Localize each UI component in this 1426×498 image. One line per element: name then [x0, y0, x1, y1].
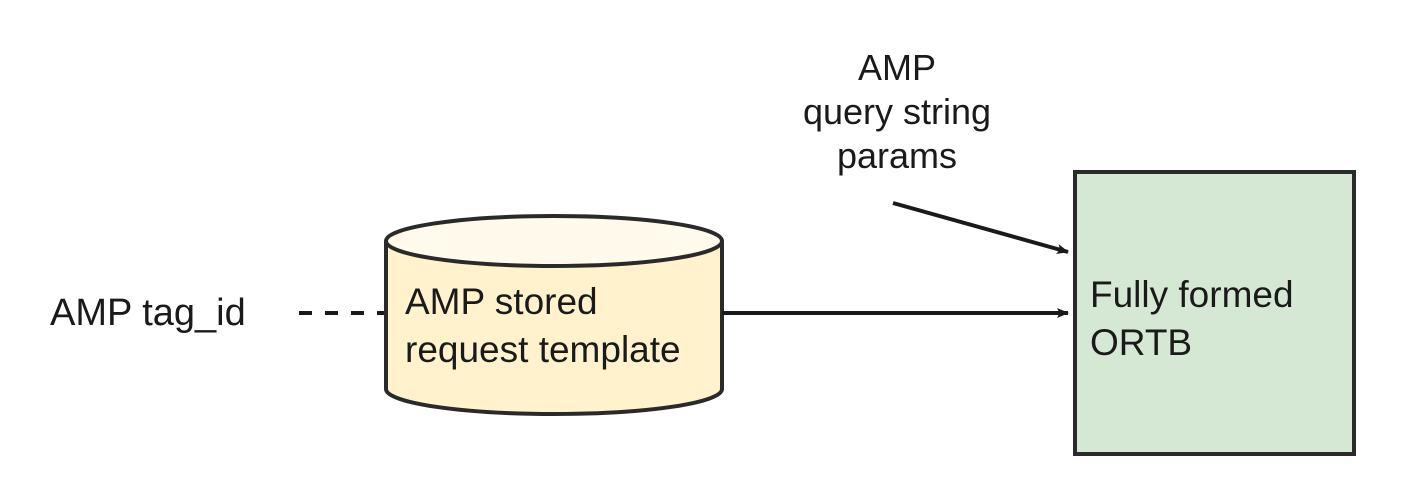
- node-amp-stored-request-template[interactable]: [384, 214, 724, 416]
- label-amp-tag-id: AMP tag_id: [50, 292, 246, 334]
- node-fully-formed-ortb[interactable]: [1073, 170, 1356, 456]
- label-amp-stored-request-template: AMP stored request template: [405, 278, 681, 374]
- cylinder-outline: [384, 241, 724, 416]
- cylinder-label-line2: request template: [405, 329, 681, 370]
- ortb-label-line2: ORTB: [1090, 322, 1193, 363]
- edge-params-to-ortb: [892, 201, 1069, 254]
- ortb-label-line1: Fully formed: [1090, 274, 1294, 315]
- query-params-label-line1: AMP: [857, 47, 936, 88]
- query-params-label-line3: params: [836, 135, 958, 176]
- cylinder-label-line1: AMP stored: [405, 281, 598, 322]
- query-params-label-line2: query string: [802, 91, 992, 132]
- cylinder-top-rim: [384, 214, 724, 268]
- cylinder-top-ellipse: [386, 216, 722, 266]
- cylinder-body: [386, 241, 722, 414]
